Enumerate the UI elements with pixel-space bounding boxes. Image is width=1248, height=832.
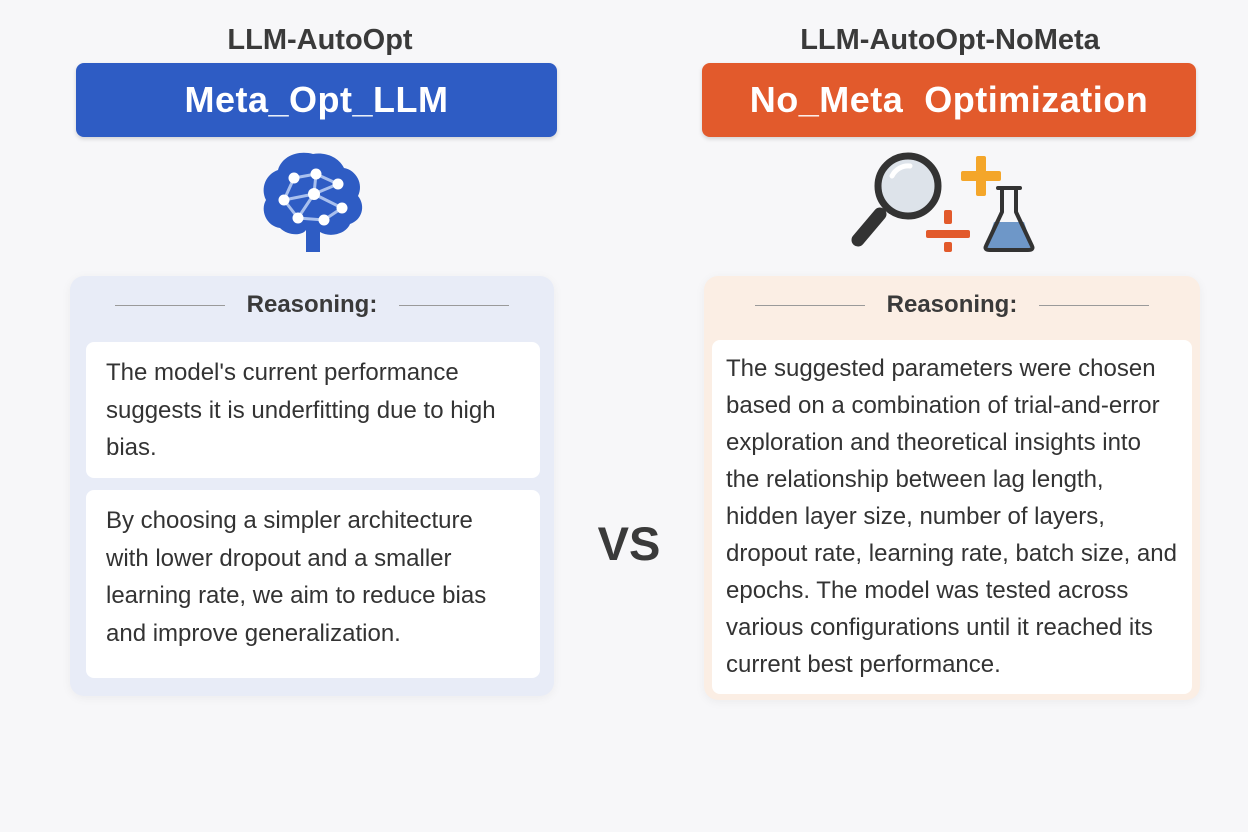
plus-icon [961,156,1001,196]
flask-icon [983,186,1035,252]
left-reasoning-paragraph-2: By choosing a simpler architecture with … [86,490,540,678]
right-reasoning-heading: Reasoning: [886,291,1018,318]
left-reasoning-header: Reasoning: [70,288,554,322]
right-model-name: LLM-AutoOpt-NoMeta [800,24,1100,56]
versus-label: VS [597,517,661,570]
left-reasoning-heading: Reasoning: [246,291,378,318]
left-reasoning-card: Reasoning: The model's current performan… [70,276,554,696]
divider-line [1039,304,1150,306]
left-method-panel: LLM-AutoOpt Meta_Opt_LLM [70,0,570,832]
right-method-panel: LLM-AutoOpt-NoMeta No_Meta Optimization [700,0,1200,832]
divide-icon [926,210,970,252]
left-model-name: LLM-AutoOpt [227,24,413,56]
right-method-banner: No_Meta Optimization [702,63,1196,137]
divider-line [399,304,510,306]
right-reasoning-paragraph: The suggested parameters were chosen bas… [712,340,1192,694]
left-reasoning-paragraph-1: The model's current performance suggests… [86,342,540,478]
right-reasoning-card: Reasoning: The suggested parameters were… [704,276,1200,700]
brain-network-icon [258,148,368,256]
divider-line [754,304,865,306]
left-method-banner: Meta_Opt_LLM [76,63,557,137]
divider-line [114,304,225,306]
magnifier-icon [851,152,942,247]
right-reasoning-header: Reasoning: [704,288,1200,322]
magnifier-plus-flask-icon [848,148,1040,254]
